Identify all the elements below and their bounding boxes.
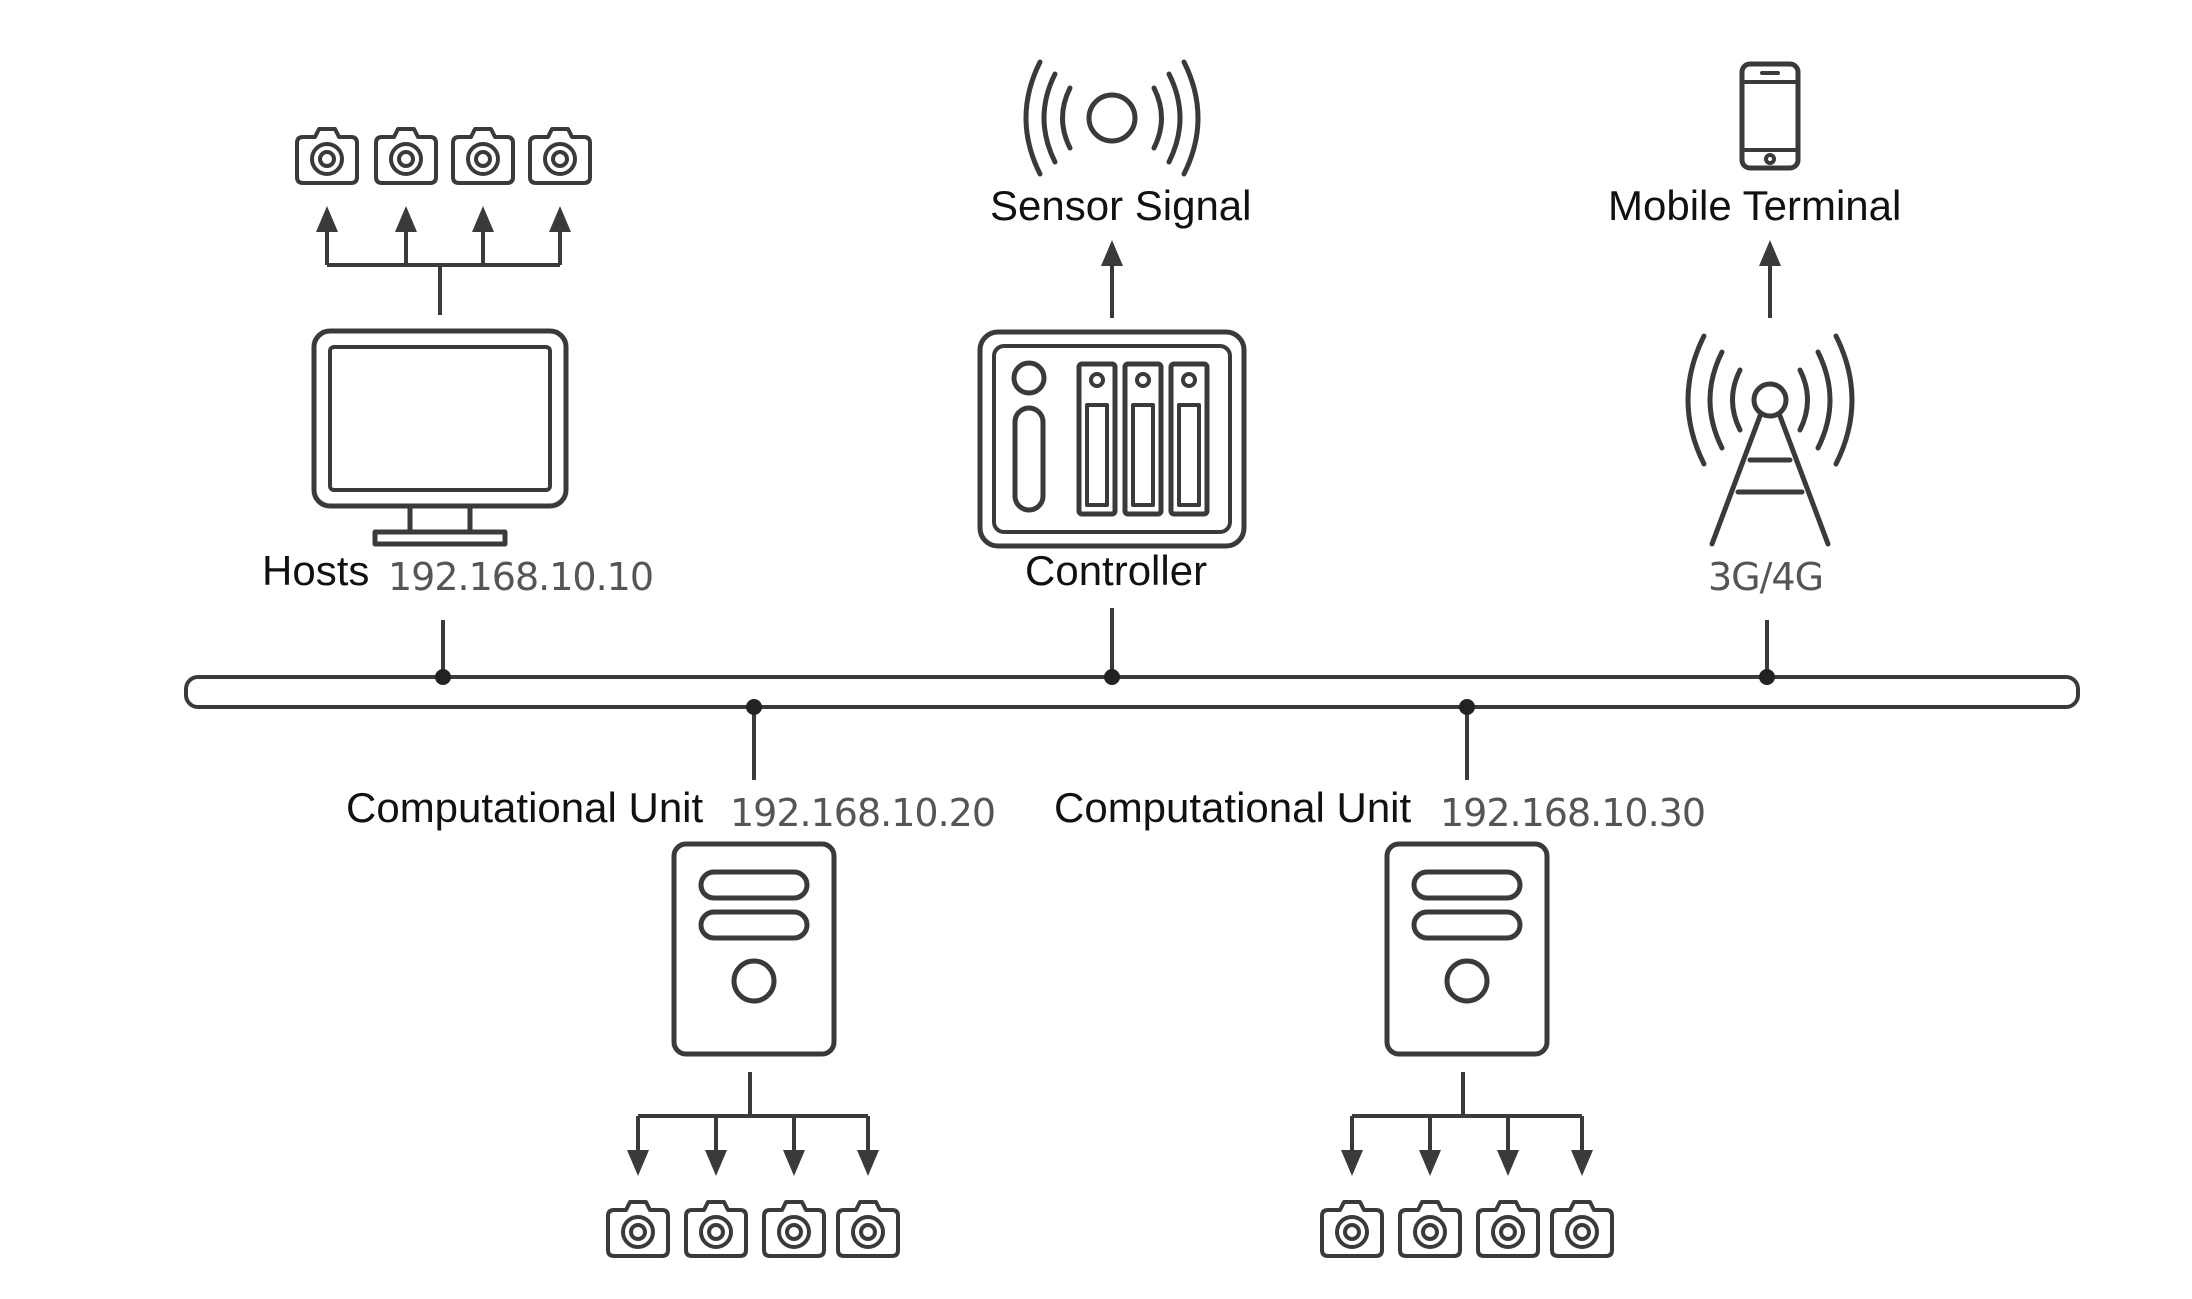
camera-icon xyxy=(606,1200,670,1258)
unit2-label: Computational Unit xyxy=(1054,784,1412,831)
unit1-cameras xyxy=(606,1200,900,1258)
monitor-icon xyxy=(311,328,569,547)
unit2-ip: 192.168.10.30 xyxy=(1440,791,1705,835)
mobile-terminal-label: Mobile Terminal xyxy=(1608,182,1901,229)
camera-icon xyxy=(762,1200,826,1258)
camera-icon xyxy=(374,127,438,185)
network-bus xyxy=(184,675,2080,709)
camera-icon xyxy=(836,1200,900,1258)
camera-icon xyxy=(684,1200,748,1258)
antenna-tower-icon xyxy=(1685,333,1855,547)
sensor-signal-icon xyxy=(1023,59,1201,177)
unit1-arrows xyxy=(627,1072,879,1176)
hosts-arrows xyxy=(316,206,571,315)
mobile-arrow xyxy=(1759,240,1781,318)
bus-connectors xyxy=(435,608,1775,780)
unit1-ip: 192.168.10.20 xyxy=(730,791,995,835)
server-tower-icon xyxy=(1387,844,1547,1054)
unit2-arrows xyxy=(1341,1072,1593,1176)
camera-icon xyxy=(1550,1200,1614,1258)
camera-icon xyxy=(451,127,515,185)
controller-arrow xyxy=(1101,240,1123,318)
camera-icon xyxy=(1320,1200,1384,1258)
hosts-ip: 192.168.10.10 xyxy=(388,555,653,599)
camera-icon xyxy=(1398,1200,1462,1258)
hosts-cameras xyxy=(295,127,592,185)
camera-icon xyxy=(528,127,592,185)
hosts-label: Hosts xyxy=(262,547,369,594)
sensor-signal-label: Sensor Signal xyxy=(990,182,1252,229)
camera-icon xyxy=(295,127,359,185)
controller-icon xyxy=(977,329,1247,549)
mobile-phone-icon xyxy=(1739,61,1801,171)
camera-icon xyxy=(1476,1200,1540,1258)
server-tower-icon xyxy=(674,844,834,1054)
unit1-label: Computational Unit xyxy=(346,784,704,831)
controller-label: Controller xyxy=(1025,547,1207,594)
network-label: 3G/4G xyxy=(1708,555,1823,599)
unit2-cameras xyxy=(1320,1200,1614,1258)
